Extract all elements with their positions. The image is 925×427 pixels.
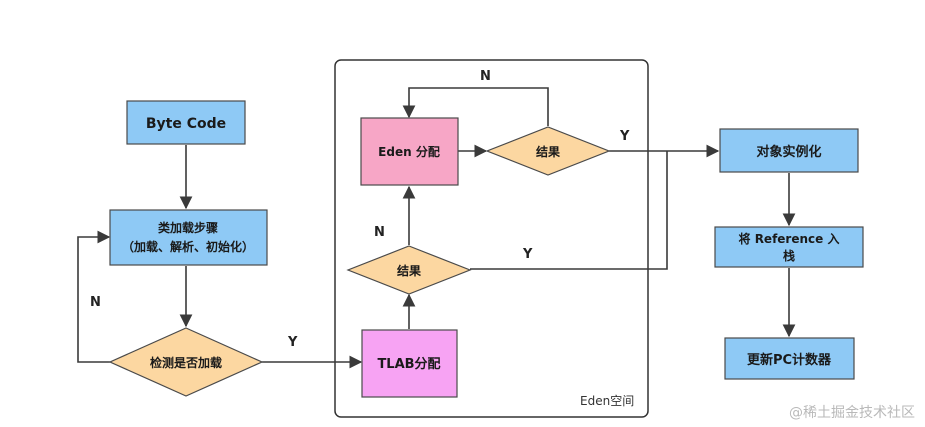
load-steps-label-line2: （加载、解析、初始化） (122, 239, 254, 254)
result-lower-label: 结果 (397, 263, 421, 278)
lower-yes-label: Y (522, 247, 533, 262)
load-steps-node (109, 209, 268, 266)
check-loaded-label: 检测是否加载 (150, 355, 222, 370)
eden-alloc-label: Eden 分配 (378, 144, 440, 159)
edge-lower-yes (470, 151, 668, 270)
bytecode-label: Byte Code (146, 116, 226, 132)
edge-check-no (77, 230, 111, 363)
upper-no-label: N (480, 69, 491, 84)
check-loaded-diamond (108, 327, 264, 397)
result-upper-diamond (485, 126, 611, 176)
tlab-alloc-label: TLAB分配 (377, 356, 440, 372)
push-ref-node (714, 226, 864, 268)
instantiate-label: 对象实例化 (756, 144, 821, 160)
check-no-label: N (90, 295, 101, 310)
upper-yes-label: Y (619, 129, 630, 144)
result-lower-diamond (346, 245, 472, 295)
push-ref-label-line2: 栈 (783, 248, 795, 263)
update-pc-node (724, 337, 855, 380)
tlab-alloc-node (361, 329, 458, 398)
push-ref-label-line1: 将 Reference 入 (739, 231, 840, 246)
eden-alloc-node (360, 117, 459, 186)
load-steps-label-line1: 类加载步骤 (158, 220, 218, 235)
check-yes-label: Y (287, 335, 298, 350)
lower-no-label: N (374, 225, 385, 240)
instantiate-node (719, 128, 859, 173)
update-pc-label: 更新PC计数器 (747, 352, 832, 368)
eden-space-container (334, 59, 649, 418)
bytecode-node (126, 100, 246, 145)
watermark: @稀土掘金技术社区 (789, 405, 915, 421)
edge-upper-no (402, 87, 549, 126)
eden-space-label: Eden空间 (580, 394, 634, 408)
result-upper-label: 结果 (536, 144, 560, 159)
